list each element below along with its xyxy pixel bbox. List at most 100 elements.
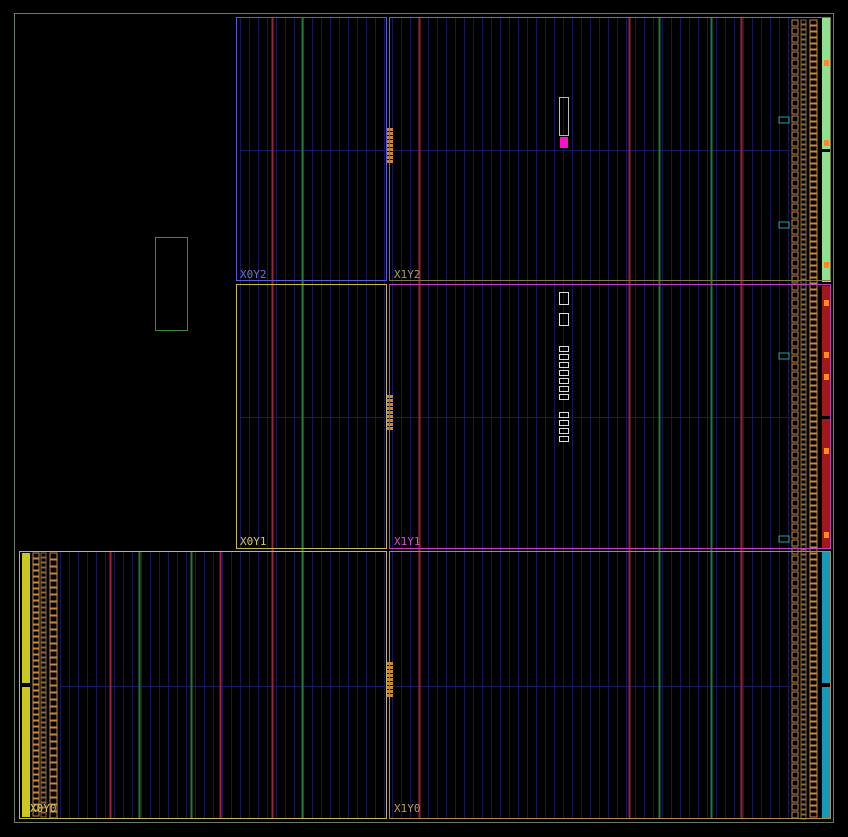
io-tile — [800, 784, 807, 790]
placed-cell[interactable] — [559, 412, 569, 418]
placed-cell[interactable] — [559, 436, 569, 442]
io-tile — [809, 523, 818, 530]
io-tile — [40, 722, 47, 728]
io-tile — [791, 731, 799, 739]
io-tile — [800, 569, 807, 575]
io-tile — [791, 371, 799, 379]
io-tile — [809, 577, 818, 584]
io-tile — [791, 507, 799, 515]
io-tile — [809, 91, 818, 98]
io-tile — [809, 115, 818, 122]
region-label-x0y1: X0Y1 — [240, 535, 267, 548]
io-tile — [800, 584, 807, 590]
region-labels: X0Y2 X1Y2 X0Y1 X1Y1 X0Y0 X1Y0 — [30, 268, 421, 815]
io-tile — [32, 576, 40, 583]
placed-cell[interactable] — [559, 313, 569, 326]
io-tile — [32, 582, 40, 589]
io-tile — [800, 719, 807, 725]
io-tile — [40, 577, 47, 583]
io-tile — [800, 59, 807, 65]
io-tile — [791, 179, 799, 187]
io-tile — [809, 241, 818, 248]
io-tile — [791, 59, 799, 67]
io-tile — [809, 637, 818, 644]
io-tile — [791, 531, 799, 539]
io-tile — [800, 419, 807, 425]
io-bank-left-bottom — [22, 553, 30, 683]
io-tile — [791, 403, 799, 411]
placed-cell[interactable] — [559, 428, 569, 434]
io-tile — [40, 677, 47, 683]
io-tile — [40, 597, 47, 603]
io-tile — [809, 439, 818, 446]
io-tile — [49, 685, 58, 693]
io-tile — [800, 424, 807, 430]
io-tile — [791, 699, 799, 707]
io-tile — [32, 594, 40, 601]
io-tile — [49, 601, 58, 609]
placed-cell[interactable] — [559, 378, 569, 384]
io-tile — [791, 771, 799, 779]
io-tile — [800, 479, 807, 485]
io-tile — [49, 755, 58, 763]
io-tile — [800, 269, 807, 275]
io-tile — [800, 619, 807, 625]
io-tile — [40, 777, 47, 783]
io-tile — [800, 304, 807, 310]
io-tile — [800, 574, 807, 580]
io-tile — [800, 159, 807, 165]
io-tile — [791, 387, 799, 395]
io-tile — [791, 579, 799, 587]
io-tile — [40, 717, 47, 723]
region-x1y2[interactable] — [389, 17, 831, 281]
io-tile — [40, 657, 47, 663]
io-tile — [791, 467, 799, 475]
io-tile — [40, 607, 47, 613]
placed-cell[interactable] — [559, 346, 569, 352]
region-x1y0[interactable] — [389, 551, 831, 819]
io-tile — [800, 469, 807, 475]
io-tile — [800, 49, 807, 55]
io-tile — [791, 355, 799, 363]
io-tile — [791, 299, 799, 307]
placed-cell[interactable] — [559, 362, 569, 368]
highlighted-cell[interactable] — [560, 137, 568, 148]
io-tile — [32, 564, 40, 571]
placed-cell[interactable] — [559, 420, 569, 426]
io-bank-bottom-right — [822, 687, 831, 818]
io-tile — [40, 742, 47, 748]
io-tile — [809, 121, 818, 128]
io-tile — [809, 271, 818, 278]
io-tile — [800, 614, 807, 620]
placed-cell[interactable] — [559, 394, 569, 400]
io-tile — [800, 489, 807, 495]
io-tile — [800, 364, 807, 370]
region-x0y2[interactable] — [236, 17, 387, 281]
io-tile — [809, 565, 818, 572]
io-tile — [49, 559, 58, 567]
io-tile — [800, 39, 807, 45]
io-tile — [791, 667, 799, 675]
io-tile — [791, 219, 799, 227]
placed-cell[interactable] — [559, 354, 569, 360]
pblock-rect[interactable] — [155, 237, 188, 331]
io-tile — [809, 319, 818, 326]
placed-cell[interactable] — [559, 292, 569, 305]
io-tile — [49, 706, 58, 714]
io-tile — [800, 129, 807, 135]
region-x0y0[interactable] — [19, 551, 387, 819]
io-tile — [800, 214, 807, 220]
placed-cell[interactable] — [559, 386, 569, 392]
io-tile — [32, 708, 40, 715]
io-tile — [32, 804, 40, 811]
placed-cell[interactable] — [559, 370, 569, 376]
region-x0y1[interactable] — [236, 284, 387, 549]
highlighted-cell-outline[interactable] — [559, 97, 569, 136]
io-tile — [809, 451, 818, 458]
io-tile — [809, 445, 818, 452]
io-tile — [791, 475, 799, 483]
io-tile — [800, 149, 807, 155]
region-x1y1[interactable] — [389, 284, 831, 549]
io-tile — [791, 755, 799, 763]
